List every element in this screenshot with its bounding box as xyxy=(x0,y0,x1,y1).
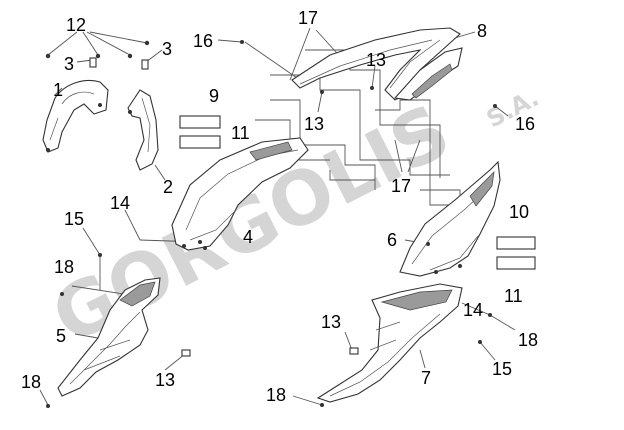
callout-13: 13 xyxy=(155,370,175,390)
fasteners-13-14-15-16-18 xyxy=(98,40,497,357)
callout-17: 17 xyxy=(298,8,318,28)
callout-11: 11 xyxy=(504,286,523,306)
callout-12: 12 xyxy=(66,15,86,35)
callout-18: 18 xyxy=(518,330,538,350)
callout-15: 15 xyxy=(64,209,84,229)
callout-2: 2 xyxy=(163,177,173,197)
callout-18: 18 xyxy=(21,372,41,392)
callout-9: 9 xyxy=(209,86,219,106)
callout-16: 16 xyxy=(193,31,213,51)
callout-14: 14 xyxy=(110,193,130,213)
callout-13: 13 xyxy=(304,114,324,134)
part-4-side-panel-left xyxy=(171,137,309,251)
part-7-lower-cover-right xyxy=(316,283,492,407)
part-8-tail-cover xyxy=(393,47,463,101)
callout-5: 5 xyxy=(56,326,66,346)
callout-15: 15 xyxy=(492,359,512,379)
callout-10: 10 xyxy=(509,202,529,222)
part-1-grab-handle-left xyxy=(42,80,109,153)
callout-11: 11 xyxy=(231,123,250,143)
callout-6: 6 xyxy=(387,230,397,250)
callout-18: 18 xyxy=(266,385,286,405)
callout-3: 3 xyxy=(64,54,74,74)
part-6-side-panel-right xyxy=(399,160,501,277)
callout-3: 3 xyxy=(162,39,172,59)
callout-4: 4 xyxy=(243,227,253,247)
callout-18: 18 xyxy=(54,257,74,277)
part-9-11-emblems-left xyxy=(179,115,221,149)
callout-17: 17 xyxy=(391,176,411,196)
callout-8: 8 xyxy=(477,21,487,41)
callout-7: 7 xyxy=(421,368,431,388)
callout-14: 14 xyxy=(463,300,483,320)
callout-13: 13 xyxy=(321,312,341,332)
callout-13: 13 xyxy=(366,50,386,70)
callout-labels: 12 3 3 1 2 16 17 8 13 13 16 9 11 17 14 1… xyxy=(21,8,538,405)
callout-16: 16 xyxy=(515,114,535,134)
part-2-grab-handle-right xyxy=(127,89,159,171)
part-10-11-emblems-right xyxy=(496,236,536,270)
screws-3-12 xyxy=(45,40,150,70)
callout-1: 1 xyxy=(53,80,63,100)
part-5-lower-cover-left xyxy=(46,277,161,408)
